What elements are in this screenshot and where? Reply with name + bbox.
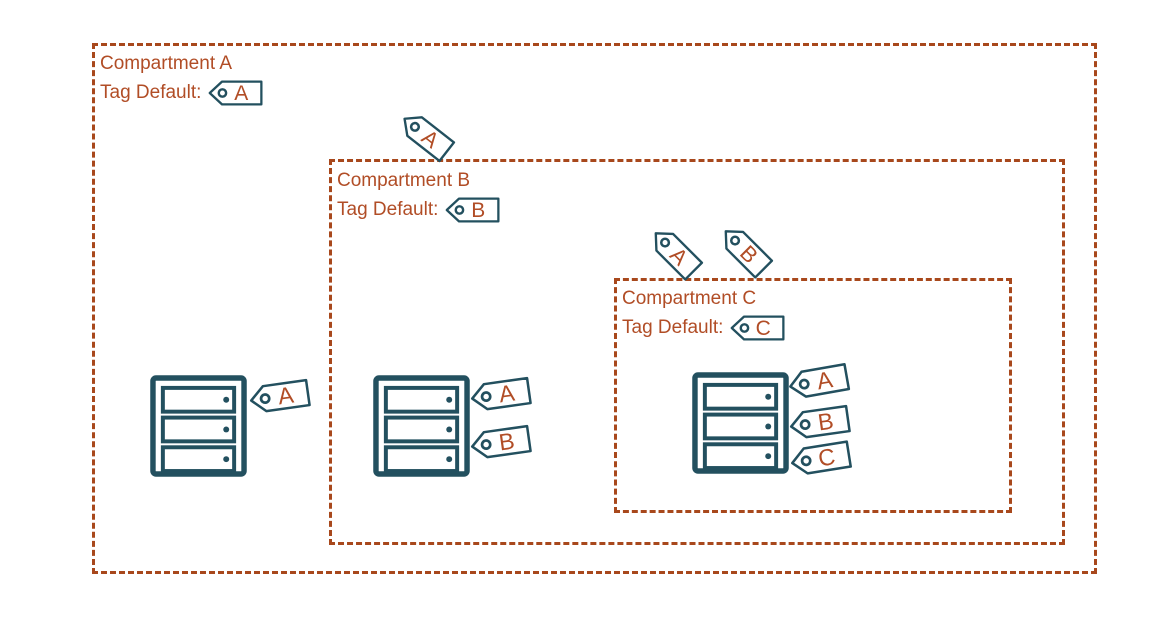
tag-icon: C <box>731 315 785 341</box>
compartment-c-tag-default-row: Tag Default: C <box>622 314 786 342</box>
server-led-dot <box>446 426 453 433</box>
server-c-tag-b-icon: B <box>789 404 851 439</box>
tag-outline <box>731 315 785 341</box>
server-slot <box>383 415 460 444</box>
server-icon <box>692 372 789 474</box>
server-icon <box>150 375 247 477</box>
tag-letter: B <box>472 199 486 222</box>
tag-icon: B <box>446 197 500 223</box>
floating-tag-a-on-compartment-c-icon: A <box>654 232 704 281</box>
tag-letter: C <box>756 317 771 340</box>
tag-hole <box>659 237 671 248</box>
tag-hole <box>480 439 492 451</box>
server-led-dot <box>223 396 230 403</box>
server-compartment-c <box>692 372 789 474</box>
server-slot <box>160 445 237 474</box>
tag-letter: C <box>816 443 837 471</box>
compartment-a-name: Compartment A <box>100 53 232 74</box>
tag-hole <box>259 393 271 405</box>
tag-letter: A <box>276 381 295 409</box>
tag-outline <box>209 80 263 106</box>
server-led-dot <box>223 456 230 463</box>
tag-outline <box>446 197 500 223</box>
tag-letter: A <box>235 82 249 105</box>
server-led-dot <box>446 396 453 403</box>
tag-letter: A <box>815 366 835 394</box>
server-c-tag-c-icon: C <box>791 440 852 475</box>
server-b-tag-a-icon: A <box>470 376 532 411</box>
tag-letter: B <box>497 427 516 455</box>
tag-hole <box>799 419 811 431</box>
server-a-tag-a-icon: A <box>249 378 311 413</box>
tag-hole <box>480 391 492 403</box>
compartment-b-label: Compartment B Tag Default: B <box>337 168 501 224</box>
server-slot <box>383 385 460 414</box>
server-compartment-a <box>150 375 247 477</box>
server-compartment-b <box>373 375 470 477</box>
tag-hole <box>798 378 810 390</box>
compartment-a-box <box>92 43 1097 574</box>
compartment-c-box <box>614 278 1012 513</box>
tag-hole <box>729 235 741 246</box>
server-slot <box>702 412 779 441</box>
floating-tag-b-on-compartment-c-icon: B <box>724 230 774 279</box>
compartment-a-tag-default-text: Tag Default: <box>100 82 202 103</box>
compartment-c-tag-default-text: Tag Default: <box>622 317 724 338</box>
server-slot <box>160 385 237 414</box>
compartment-b-name: Compartment B <box>337 170 471 191</box>
compartment-a-label: Compartment A Tag Default: A <box>100 51 264 107</box>
tag-hole <box>800 455 812 467</box>
tag-icon: A <box>209 80 263 106</box>
tag-hole <box>217 88 228 98</box>
server-icon <box>373 375 470 477</box>
server-c-tag-a-icon: A <box>789 362 851 398</box>
server-slot <box>702 382 779 411</box>
floating-tag-a-on-compartment-b-icon: A <box>403 116 456 163</box>
server-led-dot <box>446 456 453 463</box>
server-led-dot <box>765 423 772 430</box>
compartment-c-name: Compartment C <box>622 288 757 309</box>
tag-letter: B <box>816 407 835 435</box>
tag-hole <box>739 323 750 333</box>
server-led-dot <box>765 453 772 460</box>
server-led-dot <box>765 393 772 400</box>
compartment-b-tag-default-row: Tag Default: B <box>337 196 501 224</box>
tag-letter: A <box>497 379 516 407</box>
server-led-dot <box>223 426 230 433</box>
compartment-c-label: Compartment C Tag Default: C <box>622 286 786 342</box>
server-b-tag-b-icon: B <box>470 424 532 459</box>
compartment-b-box <box>329 159 1065 545</box>
compartment-b-tag-default-text: Tag Default: <box>337 199 439 220</box>
server-slot <box>160 415 237 444</box>
server-slot <box>702 442 779 471</box>
server-slot <box>383 445 460 474</box>
tag-hole <box>454 205 465 215</box>
compartment-a-tag-default-row: Tag Default: A <box>100 79 264 107</box>
tag-hole <box>409 121 421 132</box>
